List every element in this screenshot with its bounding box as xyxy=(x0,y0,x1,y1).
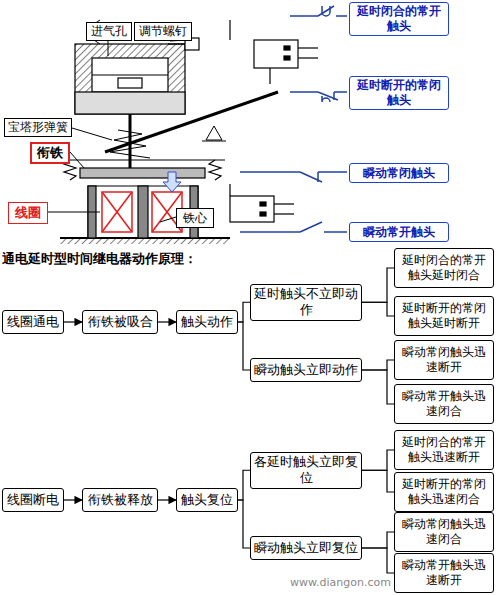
result-box: 瞬动常闭触头迅速断开 xyxy=(394,340,494,380)
branch-box: 瞬动触头立即动作 xyxy=(250,358,362,382)
connector xyxy=(362,470,394,492)
instant-switch xyxy=(230,184,294,222)
result-box: 瞬动常开触头迅速闭合 xyxy=(394,384,494,424)
node-text: 瞬动触头立即复位 xyxy=(254,540,358,556)
result-box: 瞬动常闭触头迅速闭合 xyxy=(394,512,494,552)
node-text: 触头复位 xyxy=(181,492,233,508)
part-label: 宝塔形弹簧 xyxy=(4,118,72,137)
connector xyxy=(64,321,82,322)
connector xyxy=(362,370,394,404)
process-box: 触头动作 xyxy=(176,310,238,334)
node-text: 调节螺钉 xyxy=(139,24,187,39)
node-text: 进气孔 xyxy=(91,24,127,39)
watermark: www.diangon.com xyxy=(290,576,391,589)
lever xyxy=(105,92,278,152)
branch-box: 延时触头不立即动作 xyxy=(250,284,362,321)
pivot xyxy=(206,126,222,140)
connector xyxy=(238,322,250,370)
node-text: 线圈通电 xyxy=(7,314,59,330)
coil-symbol xyxy=(102,192,182,232)
node-text: 瞬动常闭触头迅速闭合 xyxy=(398,517,490,547)
part-label: 进气孔 xyxy=(86,22,132,41)
part-label: 铁心 xyxy=(176,208,214,228)
result-box: 延时断开的常闭触头迅速闭合 xyxy=(394,472,494,512)
node-text: 瞬动常开触头迅速断开 xyxy=(398,558,490,588)
node-text: 各延时触头立即复位 xyxy=(254,454,358,487)
pivot-base xyxy=(202,141,226,142)
air-chamber xyxy=(75,38,199,114)
process-box: 衔铁被释放 xyxy=(82,488,158,512)
connector xyxy=(362,268,394,302)
branch-box: 瞬动触头立即复位 xyxy=(250,536,362,560)
connector xyxy=(158,499,176,500)
node-text: 瞬动触头立即动作 xyxy=(254,362,358,378)
node-text: 瞬动常闭触头迅速断开 xyxy=(398,345,490,375)
heading: 通电延时型时间继电器动作原理： xyxy=(2,250,197,268)
branch-box: 各延时触头立即复位 xyxy=(250,452,362,489)
contact-callout: 瞬动常闭触头 xyxy=(349,163,449,183)
part-label: 线圈 xyxy=(8,202,48,224)
contact-callout: 瞬动常开触头 xyxy=(349,222,449,242)
node-text: 宝塔形弹簧 xyxy=(8,120,68,135)
connector xyxy=(238,302,250,322)
process-box: 触头复位 xyxy=(176,488,238,512)
node-text: 线圈 xyxy=(15,205,41,221)
connector xyxy=(238,470,250,500)
result-box: 延时断开的常闭触头延时断开 xyxy=(394,296,494,336)
connector xyxy=(238,500,250,548)
process-box: 线圈通电 xyxy=(2,310,64,334)
contact-callout: 延时闭合的常开触头 xyxy=(349,2,449,36)
node-text: 延时断开的常闭触头延时断开 xyxy=(398,301,490,331)
node-text: 铁心 xyxy=(183,211,207,226)
node-text: 延时断开的常闭触头迅速闭合 xyxy=(398,477,490,507)
delay-switch xyxy=(230,20,318,84)
node-text: 瞬动常开触头 xyxy=(363,225,435,240)
process-box: 线圈断电 xyxy=(2,488,64,512)
connector xyxy=(362,302,394,316)
node-text: 延时闭合的常开触头延时闭合 xyxy=(398,253,490,283)
connector xyxy=(362,532,394,548)
node-text: 延时闭合的常开触头迅速断开 xyxy=(398,435,490,465)
motion-arrow xyxy=(163,172,181,192)
result-box: 延时闭合的常开触头迅速断开 xyxy=(394,430,494,470)
result-box: 瞬动常开触头迅速断开 xyxy=(394,553,494,593)
result-box: 延时闭合的常开触头延时闭合 xyxy=(394,248,494,288)
connector xyxy=(158,321,176,322)
part-label: 衔铁 xyxy=(30,142,70,164)
process-box: 衔铁被吸合 xyxy=(82,310,158,334)
connector xyxy=(64,499,82,500)
node-text: 线圈断电 xyxy=(7,492,59,508)
contact-symbols xyxy=(240,6,347,232)
connector xyxy=(362,360,394,370)
node-text: 瞬动常闭触头 xyxy=(363,166,435,181)
connector xyxy=(362,450,394,470)
node-text: 触头动作 xyxy=(181,314,233,330)
connector xyxy=(362,548,394,573)
node-text: 衔铁被吸合 xyxy=(88,314,153,330)
node-text: 瞬动常开触头迅速闭合 xyxy=(398,389,490,419)
armature-assembly xyxy=(60,160,230,244)
node-text: 衔铁 xyxy=(37,145,63,161)
node-text: 衔铁被释放 xyxy=(88,492,153,508)
part-label: 调节螺钉 xyxy=(134,22,192,41)
contact-callout: 延时断开的常闭触头 xyxy=(349,76,449,110)
node-text: 延时触头不立即动作 xyxy=(254,286,358,319)
node-text: 延时闭合的常开触头 xyxy=(353,4,445,34)
node-text: 延时断开的常闭触头 xyxy=(353,78,445,108)
